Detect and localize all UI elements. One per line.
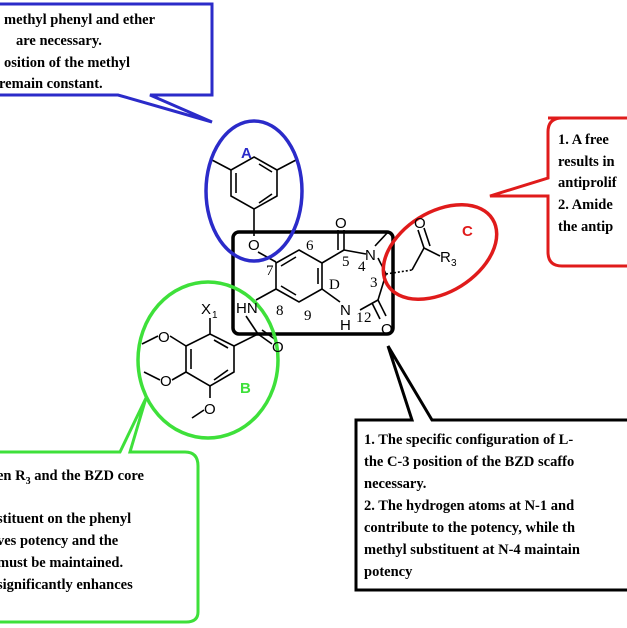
- region-a-label: A: [241, 145, 252, 162]
- atom-o-ether: O: [248, 237, 260, 254]
- num-3: 3: [370, 275, 378, 291]
- num-2: 2: [364, 310, 372, 326]
- callout-c-line-3: antiprolif: [558, 175, 617, 191]
- atom-r3-sub: 3: [451, 258, 457, 269]
- atom-hn: HN: [236, 300, 258, 317]
- region-b-ellipse: [136, 280, 280, 440]
- atom-o-bottom: O: [381, 321, 393, 338]
- callout-a-line-1: methyl phenyl and ether: [4, 12, 156, 28]
- atom-h1: H: [340, 317, 351, 334]
- callout-d-line-5: contribute to the potency, while th: [364, 520, 575, 536]
- callout-b-line-3: stituent on the phenyl: [0, 511, 131, 527]
- region-b-label: B: [240, 380, 251, 397]
- callout-c-box: [489, 116, 627, 268]
- callout-c-line-5: the antip: [558, 219, 613, 235]
- atom-o-b3: O: [204, 401, 216, 418]
- num-6: 6: [306, 238, 314, 254]
- callout-c: 1. A free results in antiprolif 2. Amide…: [489, 116, 627, 268]
- callout-c-line-1: 1. A free: [558, 132, 609, 148]
- region-d-label: D: [329, 277, 340, 293]
- callout-a: methyl phenyl and ether are necessary. o…: [0, 2, 214, 124]
- callout-d-line-6: methyl substituent at N-4 maintain: [364, 542, 580, 558]
- atom-o-top: O: [335, 215, 347, 232]
- callout-b-line-4: ves potency and the: [0, 533, 119, 549]
- region-c-ellipse: [381, 203, 499, 301]
- num-4: 4: [358, 259, 366, 275]
- callout-d-line-2: the C-3 position of the BZD scaffo: [364, 454, 574, 470]
- num-8: 8: [276, 303, 284, 319]
- atom-o-amide: O: [272, 339, 284, 356]
- atom-o-b2: O: [160, 373, 172, 390]
- num-1: 1: [356, 310, 364, 326]
- region-d-box: [231, 230, 395, 336]
- atom-x1-sub: 1: [212, 310, 218, 321]
- ring-b: [185, 333, 235, 387]
- callout-c-line-2: results in: [558, 154, 615, 170]
- callout-b-line-5: must be maintained.: [0, 555, 123, 571]
- atom-x1: X: [201, 301, 211, 318]
- atom-n4: N: [365, 247, 376, 264]
- num-9: 9: [304, 308, 312, 324]
- num-7: 7: [266, 263, 274, 279]
- callout-d-line-1: 1. The specific configuration of L-: [364, 432, 573, 448]
- atom-o-c: O: [414, 215, 426, 232]
- callout-d-box: [354, 345, 627, 592]
- num-5: 5: [342, 254, 350, 270]
- atom-n1: N: [340, 302, 351, 319]
- callout-a-line-3: osition of the methyl: [4, 55, 130, 71]
- callout-d: 1. The specific configuration of L- the …: [354, 345, 627, 592]
- callout-b: en R3 and the BZD core stituent on the p…: [0, 397, 200, 624]
- region-a-ellipse: [204, 119, 304, 263]
- callout-a-box: [0, 2, 214, 124]
- molecule-skeleton: [141, 156, 441, 419]
- callout-b-line-1: en R3 and the BZD core: [0, 468, 144, 487]
- callout-a-line-4: remain constant.: [0, 76, 103, 92]
- ring-benzo: [275, 249, 323, 303]
- callout-b-line-6: significantly enhances: [0, 577, 133, 593]
- atom-o-b1: O: [158, 329, 170, 346]
- callout-a-line-2: are necessary.: [16, 33, 102, 49]
- callout-d-line-4: 2. The hydrogen atoms at N-1 and: [364, 498, 574, 514]
- atom-r3: R: [440, 249, 451, 266]
- callout-c-line-4: 2. Amide: [558, 197, 613, 213]
- callout-b-box: [0, 397, 200, 624]
- callout-d-line-3: necessary.: [364, 476, 426, 492]
- ring-a: [230, 156, 278, 210]
- region-c-label: C: [462, 223, 473, 240]
- callout-d-line-7: potency: [364, 564, 413, 580]
